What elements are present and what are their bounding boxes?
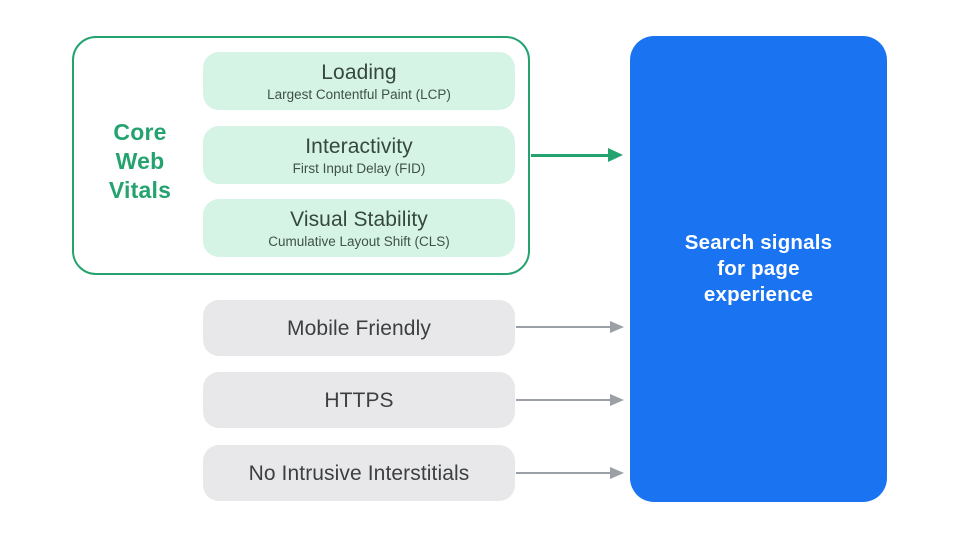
core-web-vitals-label-line: Web — [115, 148, 165, 174]
signal-pill-no-intrusive-interstitials: No Intrusive Interstitials — [203, 445, 515, 501]
vital-pill-loading: Loading Largest Contentful Paint (LCP) — [203, 52, 515, 110]
vital-title-interactivity: Interactivity — [305, 135, 413, 158]
signal-label-no-intrusive-interstitials: No Intrusive Interstitials — [248, 461, 470, 485]
arrow-shaft — [531, 153, 608, 157]
arrow-no-intrusive-interstitials — [516, 465, 624, 481]
core-web-vitals-label: Core Web Vitals — [90, 118, 190, 205]
search-signals-label-line: for page — [717, 257, 800, 280]
arrowhead-icon — [610, 394, 624, 406]
core-web-vitals-label-line: Core — [113, 119, 167, 145]
search-signals-result-box: Search signals for page experience — [630, 36, 887, 502]
arrow-mobile-friendly — [516, 319, 624, 335]
arrowhead-icon — [608, 148, 623, 162]
core-web-vitals-label-line: Vitals — [108, 177, 172, 203]
vital-subtitle-cls: Cumulative Layout Shift (CLS) — [268, 234, 450, 249]
arrow-shaft — [516, 398, 610, 402]
arrowhead-icon — [610, 321, 624, 333]
arrowhead-icon — [610, 467, 624, 479]
arrow-shaft — [516, 325, 610, 329]
vital-pill-interactivity: Interactivity First Input Delay (FID) — [203, 126, 515, 184]
vital-pill-visual-stability: Visual Stability Cumulative Layout Shift… — [203, 199, 515, 257]
signal-label-mobile-friendly: Mobile Friendly — [287, 316, 431, 340]
vital-title-loading: Loading — [321, 61, 397, 84]
arrow-https — [516, 392, 624, 408]
search-signals-label-line: Search signals — [684, 231, 833, 254]
arrow-core-web-vitals — [531, 147, 623, 163]
search-signals-label: Search signals for page experience — [685, 230, 833, 308]
signal-pill-mobile-friendly: Mobile Friendly — [203, 300, 515, 356]
signal-label-https: HTTPS — [324, 388, 394, 412]
arrow-shaft — [516, 471, 610, 475]
vital-title-visual-stability: Visual Stability — [290, 208, 428, 231]
vital-subtitle-lcp: Largest Contentful Paint (LCP) — [267, 87, 451, 102]
vital-subtitle-fid: First Input Delay (FID) — [292, 161, 426, 176]
signal-pill-https: HTTPS — [203, 372, 515, 428]
search-signals-label-line: experience — [703, 283, 814, 306]
